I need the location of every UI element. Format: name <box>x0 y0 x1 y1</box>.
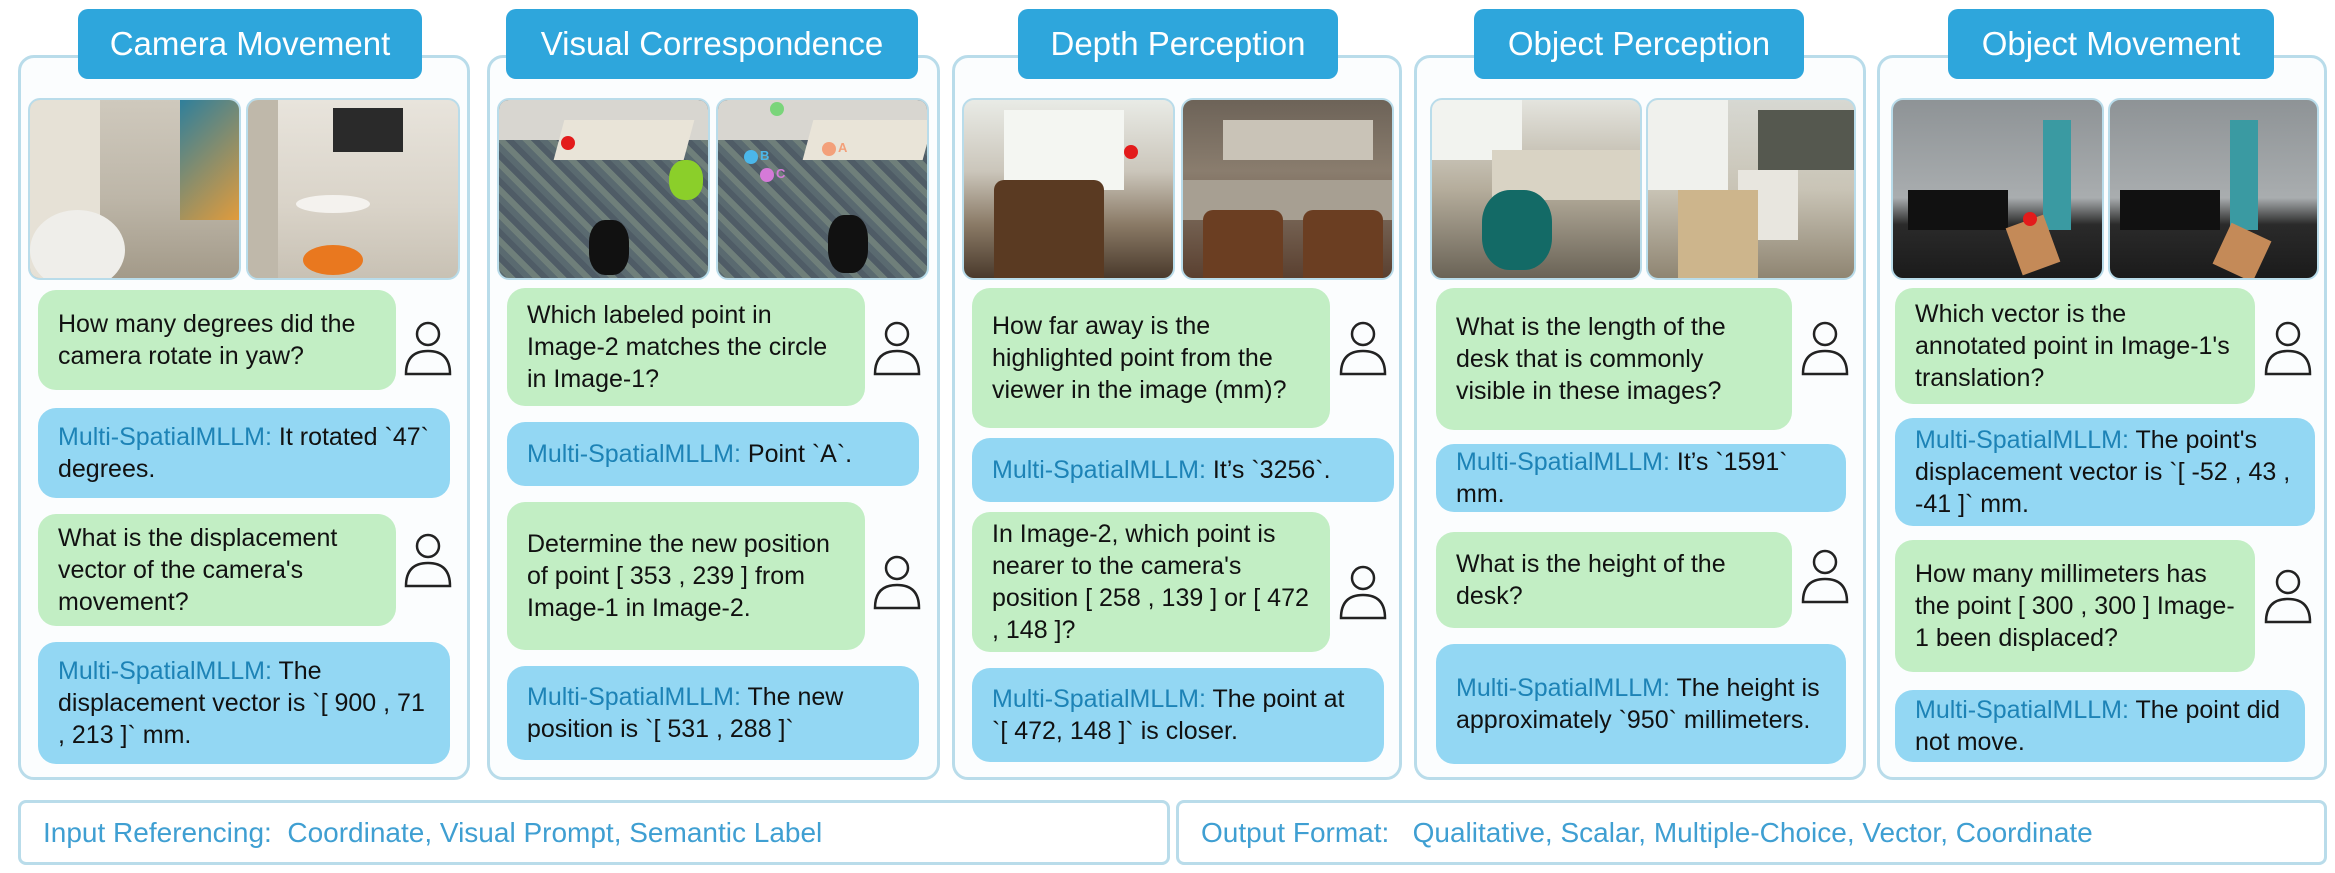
answer-bubble: Multi-SpatialMLLM: The height is approxi… <box>1436 644 1846 764</box>
label-point-b: B <box>760 148 770 163</box>
label-point-a: A <box>838 140 848 155</box>
question-bubble: What is the height of the desk? <box>1436 532 1792 628</box>
image-1 <box>962 98 1175 280</box>
panel-title: Camera Movement <box>78 9 422 79</box>
image-2 <box>1646 98 1856 280</box>
label-point-b-dot <box>744 150 758 164</box>
question-bubble: How many millimeters has the point [ 300… <box>1895 540 2255 672</box>
user-icon <box>402 318 454 378</box>
question-text: Which labeled point in Image-2 matches t… <box>527 301 828 393</box>
user-icon <box>871 552 923 612</box>
question-bubble: Which vector is the annotated point in I… <box>1895 288 2255 404</box>
image-1 <box>1430 98 1642 280</box>
model-name: Multi-SpatialMLLM: <box>58 423 272 451</box>
output-format-bar: Output Format: Qualitative, Scalar, Mult… <box>1176 800 2327 865</box>
model-name: Multi-SpatialMLLM: <box>1915 426 2129 454</box>
model-name: Multi-SpatialMLLM: <box>58 657 272 685</box>
user-icon <box>1799 546 1851 606</box>
annotated-point <box>2023 212 2037 226</box>
user-icon <box>1337 318 1389 378</box>
panel-title: Object Movement <box>1948 9 2274 79</box>
answer-text: The point did not move. <box>1915 696 2280 756</box>
model-name: Multi-SpatialMLLM: <box>527 683 741 711</box>
green-dot <box>770 102 784 116</box>
highlighted-point <box>1124 145 1138 159</box>
answer-bubble: Multi-SpatialMLLM: The new position is `… <box>507 666 919 760</box>
answer-bubble: Multi-SpatialMLLM: The point did not mov… <box>1895 690 2305 762</box>
question-text: How many degrees did the camera rotate i… <box>58 310 356 370</box>
question-bubble: How far away is the highlighted point fr… <box>972 288 1330 428</box>
input-referencing-bar: Input Referencing: Coordinate, Visual Pr… <box>18 800 1170 865</box>
answer-text: The new position is `[ 531 , 288 ]` <box>527 683 844 743</box>
question-text: Which vector is the annotated point in I… <box>1915 300 2230 392</box>
answer-text: The height is approximately `950` millim… <box>1456 674 1820 734</box>
question-text: In Image-2, which point is nearer to the… <box>992 520 1309 644</box>
label-point-a-dot <box>822 142 836 156</box>
answer-text: The displacement vector is `[ 900 , 71 ,… <box>58 657 425 749</box>
answer-text: It rotated `47` degrees. <box>58 423 429 483</box>
model-name: Multi-SpatialMLLM: <box>1456 674 1670 702</box>
user-icon <box>2262 318 2314 378</box>
answer-text: The point at `[ 472, 148 ]` is closer. <box>992 685 1345 745</box>
model-name: Multi-SpatialMLLM: <box>992 685 1206 713</box>
highlighted-circle <box>561 136 575 150</box>
image-1 <box>1891 98 2104 280</box>
answer-bubble: Multi-SpatialMLLM: It rotated `47` degre… <box>38 408 450 498</box>
panel-title: Depth Perception <box>1018 9 1338 79</box>
image-2: A B C <box>716 98 929 280</box>
label-point-c-dot <box>760 168 774 182</box>
question-bubble: What is the length of the desk that is c… <box>1436 288 1792 430</box>
question-bubble: How many degrees did the camera rotate i… <box>38 290 396 390</box>
user-icon <box>402 530 454 590</box>
answer-bubble: Multi-SpatialMLLM: It’s `1591` mm. <box>1436 444 1846 512</box>
question-text: What is the displacement vector of the c… <box>58 524 338 616</box>
answer-bubble: Multi-SpatialMLLM: Point `A`. <box>507 422 919 486</box>
image-1 <box>497 98 710 280</box>
user-icon <box>1799 318 1851 378</box>
question-bubble: Which labeled point in Image-2 matches t… <box>507 288 865 406</box>
answer-text: Point `A`. <box>747 440 853 468</box>
answer-text: It’s `3256`. <box>1212 456 1331 484</box>
question-bubble: What is the displacement vector of the c… <box>38 514 396 626</box>
model-name: Multi-SpatialMLLM: <box>1456 448 1670 476</box>
image-1 <box>28 98 241 280</box>
image-2 <box>1181 98 1394 280</box>
question-text: How many millimeters has the point [ 300… <box>1915 560 2235 652</box>
user-icon <box>2262 566 2314 626</box>
label-point-c: C <box>776 166 786 181</box>
answer-bubble: Multi-SpatialMLLM: The displacement vect… <box>38 642 450 764</box>
model-name: Multi-SpatialMLLM: <box>992 456 1206 484</box>
answer-text: The point's displacement vector is `[ -5… <box>1915 426 2291 518</box>
model-name: Multi-SpatialMLLM: <box>527 440 741 468</box>
question-text: How far away is the highlighted point fr… <box>992 312 1287 404</box>
user-icon <box>1337 562 1389 622</box>
answer-text: It’s `1591` mm. <box>1456 448 1788 508</box>
image-2 <box>2108 98 2319 280</box>
user-icon <box>871 318 923 378</box>
panel-title: Object Perception <box>1474 9 1804 79</box>
question-bubble: In Image-2, which point is nearer to the… <box>972 512 1330 652</box>
question-bubble: Determine the new position of point [ 35… <box>507 502 865 650</box>
answer-bubble: Multi-SpatialMLLM: It’s `3256`. <box>972 438 1394 502</box>
question-text: What is the height of the desk? <box>1456 550 1726 610</box>
answer-bubble: Multi-SpatialMLLM: The point at `[ 472, … <box>972 668 1384 762</box>
image-2 <box>246 98 460 280</box>
question-text: Determine the new position of point [ 35… <box>527 530 830 622</box>
question-text: What is the length of the desk that is c… <box>1456 313 1726 405</box>
answer-bubble: Multi-SpatialMLLM: The point's displacem… <box>1895 418 2315 526</box>
model-name: Multi-SpatialMLLM: <box>1915 696 2129 724</box>
panel-title: Visual Correspondence <box>506 9 918 79</box>
